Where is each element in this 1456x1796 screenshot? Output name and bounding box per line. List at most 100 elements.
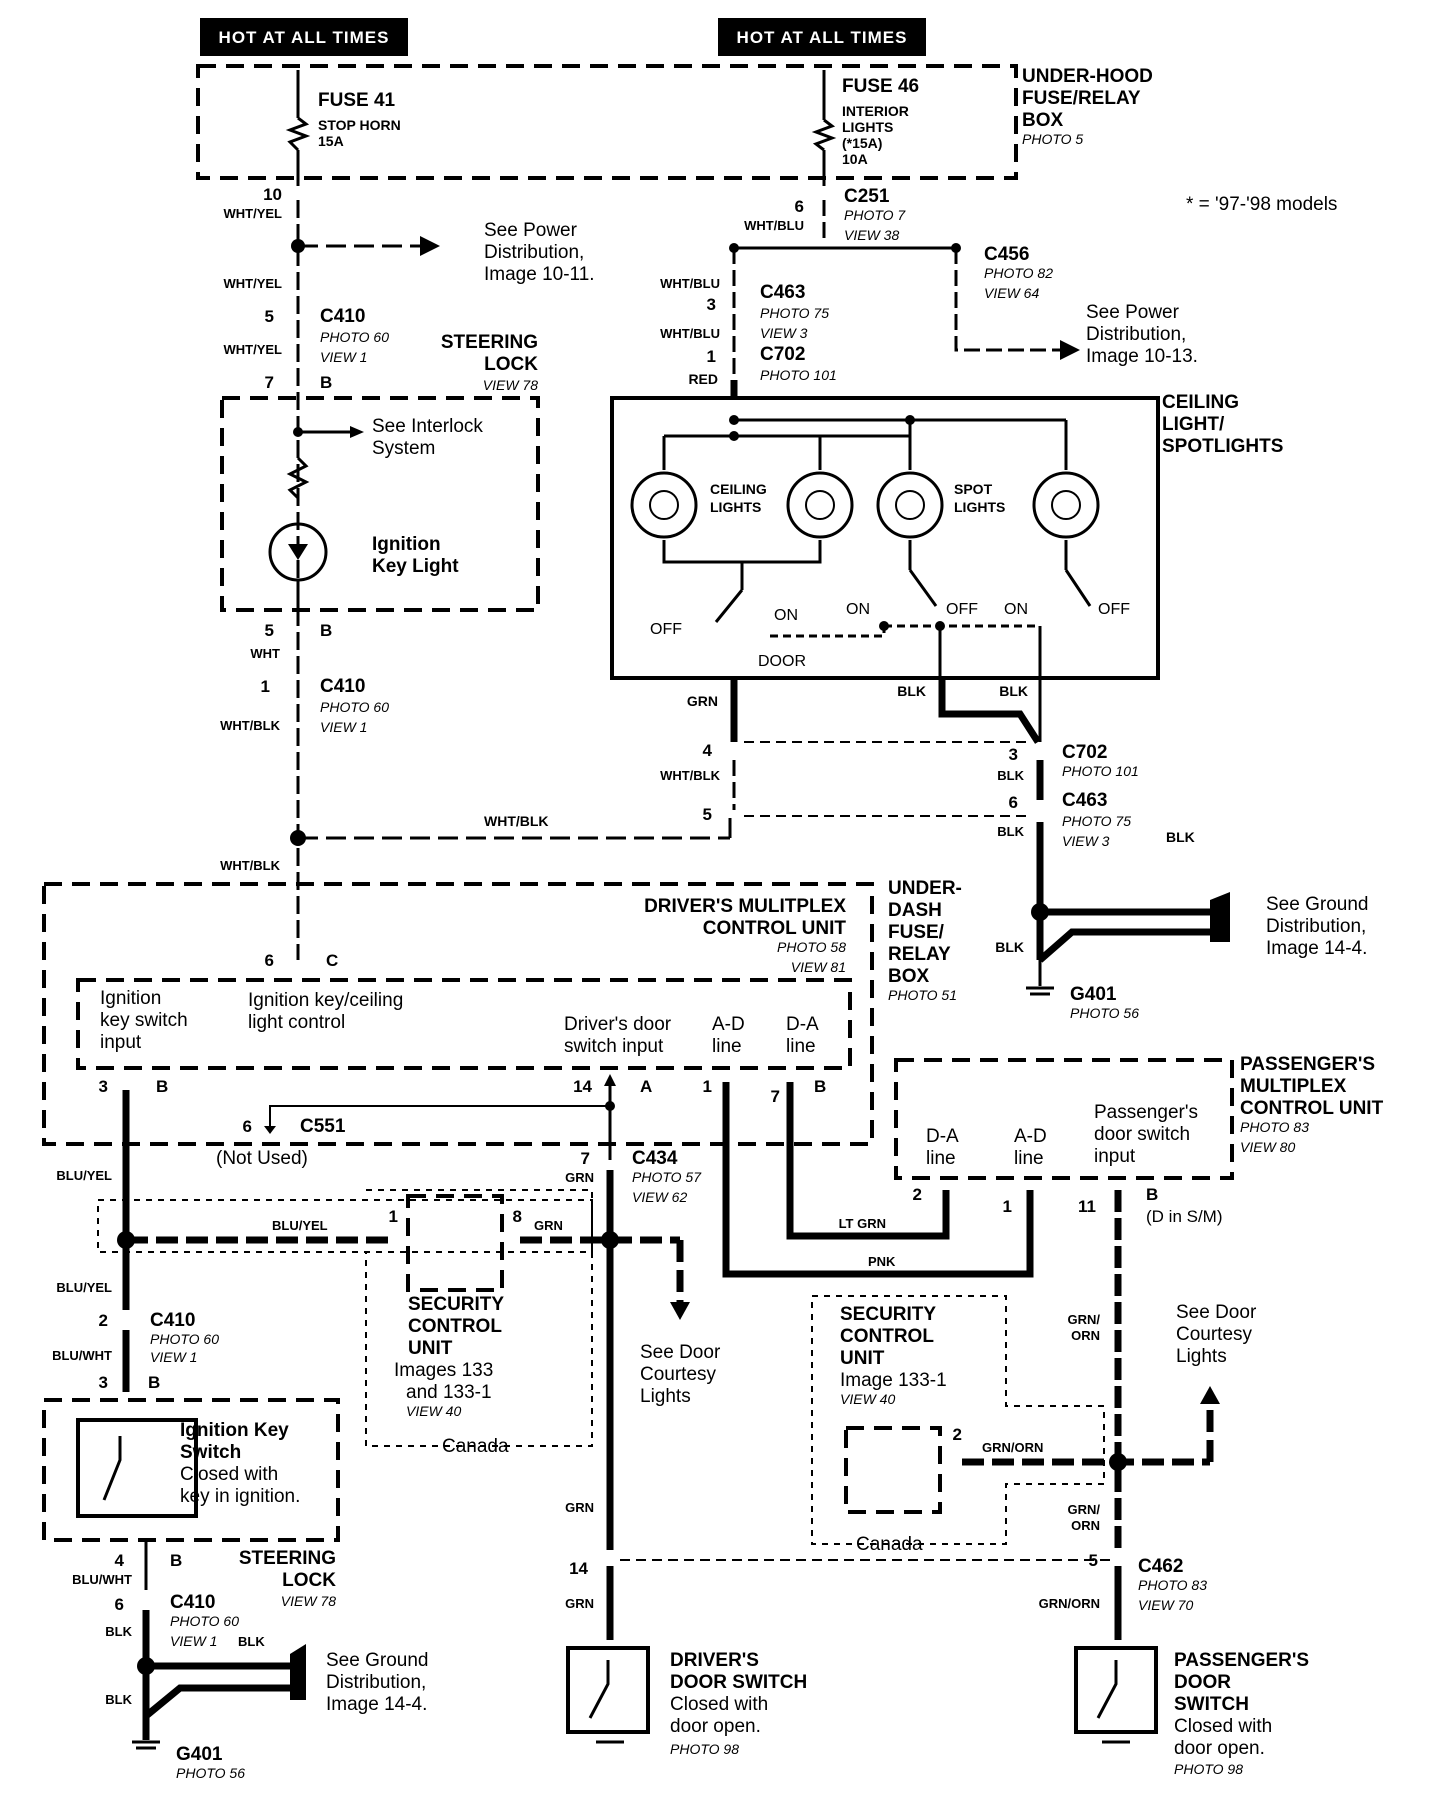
steering-lock-1: STEERING: [441, 332, 538, 353]
c462-view: VIEW 70: [1138, 1597, 1193, 1613]
c463-view: VIEW 3: [760, 325, 808, 341]
wire-label-grn-4: GRN: [565, 1500, 594, 1515]
c702-b-photo: PHOTO 101: [1062, 763, 1139, 779]
see-ground-2: Distribution,: [1266, 916, 1366, 937]
junction-ground-left: [137, 1657, 155, 1675]
under-dash-6: PHOTO 51: [888, 987, 957, 1003]
passengers-multiplex-unit-box: [894, 1058, 1234, 1180]
switch-on-1: ON: [774, 607, 798, 624]
fuse46-desc1: INTERIOR: [842, 103, 909, 119]
junction-wht-blu-2: [951, 243, 961, 253]
pin-10: 10: [263, 185, 282, 204]
ignition-key-switch-box: [42, 1398, 340, 1542]
fuse46-amp: 10A: [842, 151, 868, 167]
security-unit-2-d: Image 133-1: [840, 1370, 947, 1391]
c251-photo: PHOTO 7: [844, 207, 906, 223]
security-unit-1-b: CONTROL: [408, 1316, 502, 1337]
arrow-courtesy-2: [1200, 1386, 1220, 1404]
steering-lock-6: VIEW 78: [281, 1593, 336, 1609]
pass-door-5: door open.: [1174, 1738, 1265, 1759]
junction-ceiling-1: [729, 415, 739, 425]
ceiling-switch-blade: [714, 589, 744, 623]
drivers-mux-4: VIEW 81: [791, 959, 846, 975]
c463-b-photo: PHOTO 75: [1062, 813, 1131, 829]
pass-mux-2: MULTIPLEX: [1240, 1076, 1347, 1097]
see-door-2-a: See Door: [1176, 1302, 1257, 1323]
ign-key-switch-2: Switch: [180, 1442, 241, 1463]
ign-key-input-1: Ignition: [100, 988, 161, 1009]
wire-label-blk-7: BLK: [105, 1624, 132, 1639]
pass-da-2: line: [926, 1148, 956, 1169]
under-dash-2: DASH: [888, 900, 942, 921]
pin-4a: 4: [703, 741, 713, 760]
c702: C702: [760, 344, 805, 365]
c410-b-photo: PHOTO 60: [320, 699, 389, 715]
switch-off-3: OFF: [650, 621, 682, 638]
driver-door-input-2: switch input: [564, 1036, 664, 1057]
wire-label-grn-3: GRN: [534, 1218, 563, 1233]
c410-a-photo: PHOTO 60: [320, 329, 389, 345]
wire-label-blk-9: BLK: [105, 1692, 132, 1707]
conn-b-e: B: [1146, 1185, 1158, 1204]
junction-ground-right: [1031, 903, 1049, 921]
wire-label-wht: WHT: [250, 646, 280, 661]
c410-d-photo: PHOTO 60: [170, 1613, 239, 1629]
c410-b-view: VIEW 1: [320, 719, 367, 735]
c410-a: C410: [320, 306, 365, 327]
c434-photo: PHOTO 57: [632, 1169, 702, 1185]
junction-c551: [605, 1101, 615, 1111]
pin-6b: 6: [1009, 793, 1018, 812]
underhood-1: UNDER-HOOD: [1022, 66, 1153, 87]
junction-door-on: [879, 621, 889, 631]
see-door-2-b: Courtesy: [1176, 1324, 1253, 1345]
wire-pnk: [722, 1082, 1034, 1278]
pass-da-1: D-A: [926, 1126, 959, 1147]
junction-power-dist: [291, 239, 305, 253]
arrow-driver-input: [604, 1074, 616, 1086]
junction-wht-blk: [290, 830, 306, 846]
wire-c456: [954, 248, 1060, 352]
driver-door-4: door open.: [670, 1716, 761, 1737]
wire-label-grn-orn-2: GRN/ORN: [982, 1440, 1043, 1455]
wire-label-wht-blk-2: WHT/BLK: [660, 768, 721, 783]
wire-label-wht-blk-3: WHT/BLK: [484, 813, 549, 829]
g401-right-photo: PHOTO 56: [1070, 1005, 1139, 1021]
wire-label-wht-yel-3: WHT/YEL: [224, 342, 283, 357]
c462: C462: [1138, 1556, 1183, 1577]
pass-mux-5: VIEW 80: [1240, 1139, 1295, 1155]
ignition-switch-blade: [102, 1436, 122, 1501]
see-door-1-a: See Door: [640, 1342, 721, 1363]
canada-1: Canada: [442, 1436, 509, 1457]
switch-off-2: OFF: [1098, 601, 1130, 618]
underhood-3: BOX: [1022, 110, 1064, 131]
driver-door-input-1: Driver's door: [564, 1014, 672, 1035]
wire-label-pnk: PNK: [868, 1254, 896, 1269]
wire-blk-1: [938, 678, 1041, 744]
ceiling-lamp-2-inner: [805, 490, 835, 520]
fuse46-symbol: [811, 118, 837, 152]
ign-key-switch-3: Closed with: [180, 1464, 278, 1485]
junction-grn: [601, 1231, 619, 1249]
wire-label-blk-4: BLK: [997, 824, 1024, 839]
conn-b-g: B: [170, 1551, 182, 1570]
under-hood-fuse-box: [196, 64, 1018, 180]
drivers-mux-1: DRIVER'S MULITPLEX: [644, 896, 846, 917]
ceiling-lamp-1-inner: [649, 490, 679, 520]
drivers-door-switch: [566, 1646, 650, 1734]
see-power-4: See Power: [1086, 302, 1180, 323]
pin-6a: 6: [795, 197, 804, 216]
c456-photo: PHOTO 82: [984, 265, 1053, 281]
security-unit-1-a: SECURITY: [408, 1294, 504, 1315]
fuse41-desc: STOP HORN: [318, 117, 401, 133]
wire-label-wht-blu-1: WHT/BLU: [744, 218, 804, 233]
arrow-courtesy-1: [670, 1302, 690, 1320]
under-dash-4: RELAY: [888, 944, 951, 965]
see-door-1-b: Courtesy: [640, 1364, 717, 1385]
pin-4b: 4: [115, 1551, 125, 1570]
steering-lock-2: LOCK: [484, 354, 538, 375]
pin-5b: 5: [265, 621, 274, 640]
see-ground-5: Distribution,: [326, 1672, 426, 1693]
c410-b: C410: [320, 676, 365, 697]
junction-spot-off: [935, 621, 945, 631]
canada-area-3: [811, 1295, 1105, 1545]
